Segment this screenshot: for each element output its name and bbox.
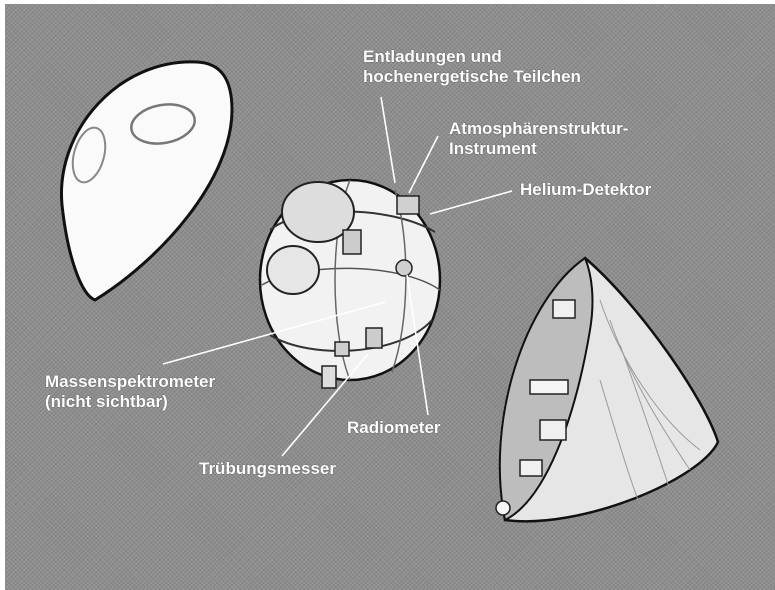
label-entladungen-line2: hochenergetische Teilchen bbox=[363, 67, 581, 87]
label-atmosphaeren-line1: Atmosphärenstruktur- bbox=[449, 119, 628, 139]
label-entladungen-line1: Entladungen und bbox=[363, 47, 581, 67]
label-truebungsmesser: Trübungsmesser bbox=[199, 459, 336, 479]
label-atmosphaeren-line2: Instrument bbox=[449, 139, 628, 159]
label-massen-line1: Massenspektrometer bbox=[45, 372, 215, 392]
forward-aeroshell-drawing bbox=[496, 258, 718, 521]
leader-line-atmosphaeren bbox=[409, 136, 438, 193]
label-entladungen: Entladungen und hochenergetische Teilche… bbox=[363, 47, 581, 87]
aft-shield-drawing bbox=[61, 62, 232, 300]
label-radiometer: Radiometer bbox=[347, 418, 441, 438]
label-helium-detektor: Helium-Detektor bbox=[520, 180, 651, 200]
label-massen-line2: (nicht sichtbar) bbox=[45, 392, 215, 412]
leader-line-helium bbox=[430, 191, 512, 214]
label-atmosphaerenstruktur: Atmosphärenstruktur- Instrument bbox=[449, 119, 628, 159]
label-massenspektrometer: Massenspektrometer (nicht sichtbar) bbox=[45, 372, 215, 412]
probe-sphere-drawing bbox=[260, 180, 440, 388]
leader-line-entladungen bbox=[381, 97, 395, 183]
